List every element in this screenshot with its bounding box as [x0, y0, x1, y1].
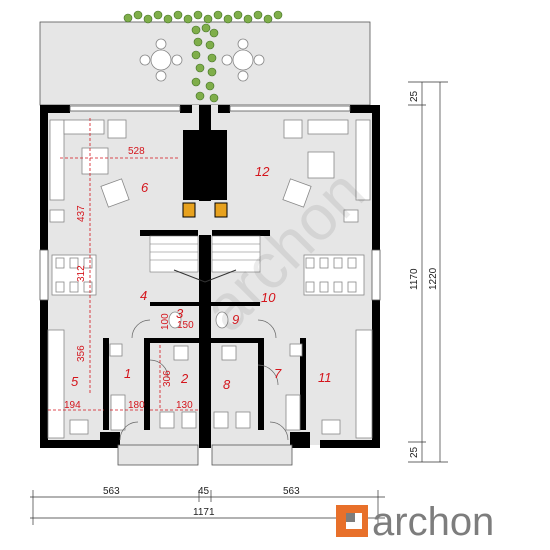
room-7: 7	[274, 366, 282, 381]
dim-bottom-mid: 45	[198, 486, 210, 497]
dim-180: 180	[128, 400, 145, 411]
room-4: 4	[140, 288, 147, 303]
porch-right	[211, 444, 293, 466]
terrace-table-left	[139, 38, 183, 82]
room-9: 9	[232, 312, 239, 327]
dim-194: 194	[64, 400, 81, 411]
fireplace-left	[182, 202, 196, 218]
room-6: 6	[141, 180, 149, 195]
plant-hedge	[123, 10, 283, 103]
dim-bottom-left: 563	[103, 486, 120, 497]
bathroom-fixtures	[69, 311, 341, 435]
dim-right-total: 1220	[428, 267, 439, 290]
windows	[39, 105, 381, 301]
dim-right-mid: 1170	[409, 268, 420, 290]
porch-left	[117, 444, 199, 466]
dim-312: 312	[76, 265, 87, 282]
logo-text: archon	[372, 500, 494, 544]
terrace	[39, 21, 371, 106]
dim-bottom-right: 563	[283, 486, 300, 497]
dim-356: 356	[76, 345, 87, 362]
inner-dim-lines	[48, 118, 198, 411]
dim-bottom-total: 1171	[193, 507, 215, 518]
dim-306: 306	[162, 370, 173, 387]
furniture-left	[47, 119, 130, 439]
archon-logo: archon	[336, 500, 494, 544]
fireplace-right	[214, 202, 228, 218]
furniture-right	[282, 119, 373, 439]
room-8: 8	[223, 377, 231, 392]
room-12: 12	[255, 164, 270, 179]
dim-right-bottom: 25	[409, 446, 420, 458]
outer-dim-lines	[30, 81, 448, 525]
terrace-table-right	[221, 38, 265, 82]
room-2: 2	[180, 371, 189, 386]
room-3: 3	[176, 306, 184, 321]
dim-150: 150	[177, 320, 194, 331]
room-11: 11	[318, 370, 332, 385]
dim-right-top: 25	[409, 90, 420, 102]
door-swings	[119, 319, 289, 441]
dim-437: 437	[76, 205, 87, 222]
room-1: 1	[124, 366, 131, 381]
walls	[40, 105, 380, 448]
room-10: 10	[261, 290, 276, 305]
stairs	[149, 235, 261, 283]
room-5: 5	[71, 374, 79, 389]
dim-528: 528	[128, 146, 145, 157]
dim-130: 130	[176, 400, 193, 411]
dim-100: 100	[160, 313, 171, 330]
